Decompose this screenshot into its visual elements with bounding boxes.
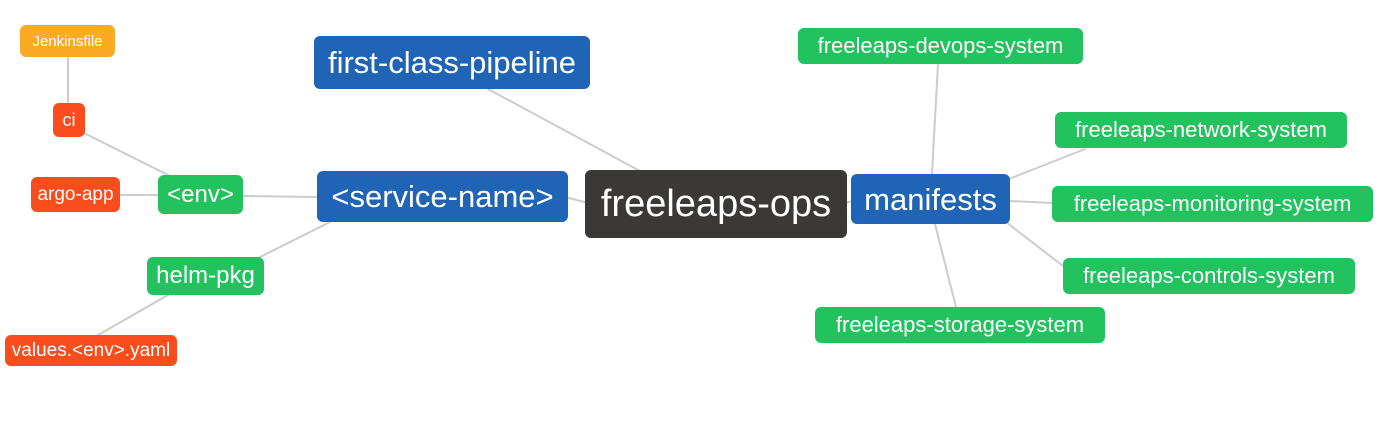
node-label-storage-system: freeleaps-storage-system [835,312,1085,337]
node-label-jenkinsfile: Jenkinsfile [32,32,103,50]
node-label-argo-app: argo-app [37,184,114,205]
node-storage-system[interactable]: freeleaps-storage-system [815,307,1105,343]
node-network-system[interactable]: freeleaps-network-system [1055,112,1347,148]
node-controls-system[interactable]: freeleaps-controls-system [1063,258,1355,294]
node-devops-system[interactable]: freeleaps-devops-system [798,28,1083,64]
edge-service-name-to-helm-pkg [257,221,331,259]
node-label-monitoring-system: freeleaps-monitoring-system [1073,191,1352,216]
node-label-ci: ci [62,110,76,130]
node-label-first-class-pipeline: first-class-pipeline [327,45,577,80]
node-jenkinsfile[interactable]: Jenkinsfile [20,25,115,57]
node-label-env: <env> [167,180,234,208]
node-ci[interactable]: ci [53,103,85,137]
edge-env-to-service-name [242,195,318,198]
node-label-manifests: manifests [864,181,997,217]
node-label-helm-pkg: helm-pkg [156,262,255,289]
node-monitoring-system[interactable]: freeleaps-monitoring-system [1052,186,1373,222]
node-freeleaps-ops[interactable]: freeleaps-ops [585,170,847,238]
node-label-values-env-yaml: values.<env>.yaml [11,340,171,361]
node-values-env-yaml[interactable]: values.<env>.yaml [5,335,177,366]
node-label-network-system: freeleaps-network-system [1075,117,1327,142]
node-label-service-name: <service-name> [331,179,554,214]
edge-manifests-to-monitoring-system [1009,200,1053,204]
node-service-name[interactable]: <service-name> [317,171,568,222]
edge-first-class-pipeline-to-freeleaps-ops [487,88,641,172]
node-label-devops-system: freeleaps-devops-system [817,33,1064,58]
node-manifests[interactable]: manifests [851,174,1010,224]
node-helm-pkg[interactable]: helm-pkg [147,257,264,295]
edge-service-name-to-freeleaps-ops [564,196,589,204]
node-first-class-pipeline[interactable]: first-class-pipeline [314,36,590,89]
node-env[interactable]: <env> [158,175,243,214]
node-label-controls-system: freeleaps-controls-system [1083,263,1335,288]
edge-ci-to-env [81,131,171,177]
edge-helm-pkg-to-values-env-yaml [97,294,169,336]
node-label-freeleaps-ops: freeleaps-ops [600,183,832,225]
edge-devops-system-to-manifests [931,63,939,175]
edge-manifests-to-storage-system [934,223,957,308]
node-argo-app[interactable]: argo-app [31,177,120,212]
edge-manifests-to-controls-system [1005,221,1064,267]
edge-manifests-to-network-system [1008,148,1086,180]
